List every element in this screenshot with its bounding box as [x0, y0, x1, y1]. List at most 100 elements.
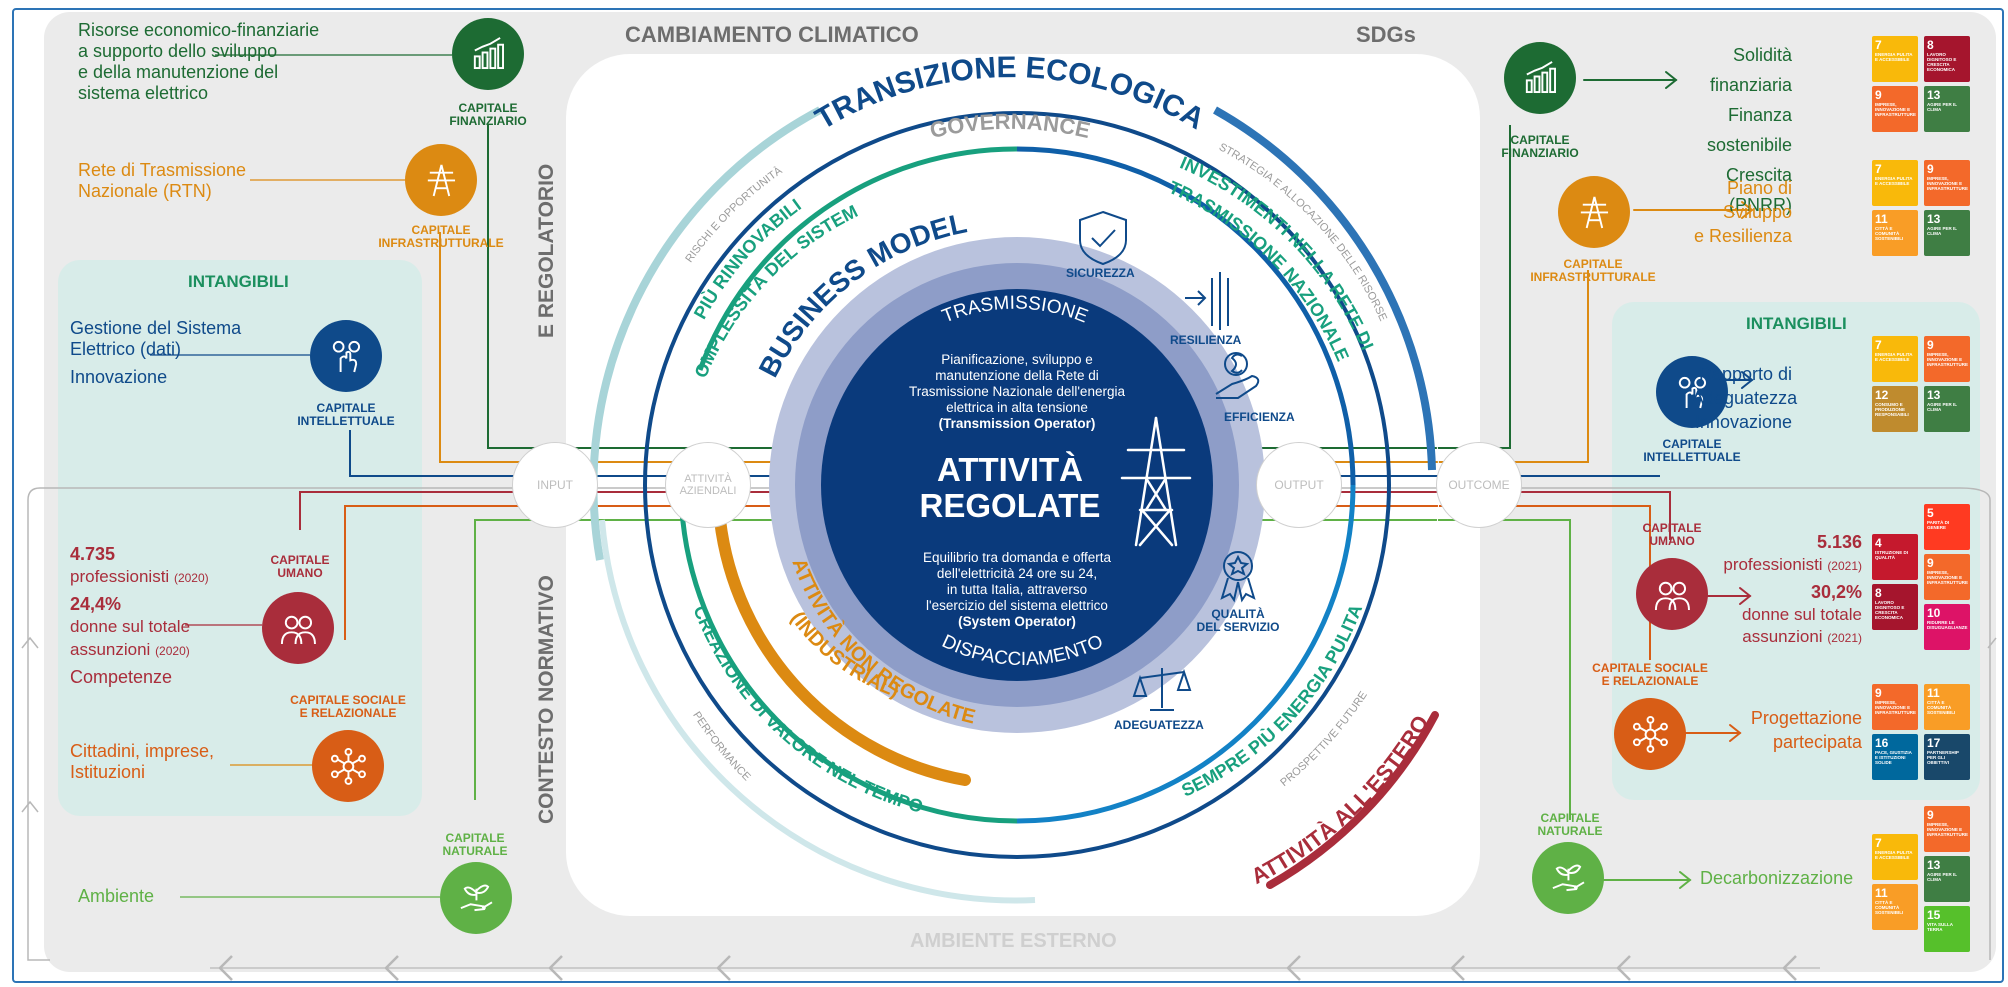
- left-finanziario-circle: [452, 18, 524, 90]
- right-finanziario-label: CAPITALE FINANZIARIO: [1501, 133, 1579, 160]
- left-infrastrutturale-text: Rete di Trasmissione Nazionale (RTN): [78, 160, 247, 201]
- output-node: OUTPUT: [1256, 442, 1342, 528]
- quality-icon: [1220, 551, 1256, 603]
- right-umano-line1: professionisti (2021): [1723, 555, 1862, 574]
- feedback-loop-line: [21, 487, 1997, 961]
- chart-icon: [1525, 60, 1556, 93]
- right-intellettuale-circle: [1656, 356, 1728, 428]
- left-intellettuale-label: CAPITALE INTELLETTUALE: [297, 401, 395, 428]
- core-system-operator: (System Operator): [958, 614, 1076, 629]
- right-finanziario-item: Finanza sostenibile: [1706, 105, 1792, 155]
- plant-hand-icon: [460, 884, 493, 911]
- people-icon: [280, 615, 316, 644]
- right-naturale-circle: [1532, 842, 1604, 914]
- performance-label: PERFORMANCE: [690, 710, 752, 784]
- left-sociale-label: CAPITALE SOCIALE E RELAZIONALE: [290, 693, 406, 720]
- left-umano-competenze: Competenze: [70, 667, 173, 687]
- right-umano-label: CAPITALE UMANO: [1642, 521, 1702, 548]
- right-umano-line3: assunzioni (2021): [1742, 627, 1862, 646]
- left-umano-line3: assunzioni (2020): [70, 640, 190, 659]
- bottom-feedback-arrows: [210, 955, 1820, 981]
- governance-label: GOVERNANCE: [928, 109, 1093, 143]
- right-naturale-text: Decarbonizzazione: [1700, 868, 1854, 888]
- left-intellettuale-text: Gestione del Sistema Elettrico (dati): [70, 318, 242, 359]
- right-intellettuale-label: CAPITALE INTELLETTUALE: [1643, 437, 1741, 464]
- gears-hand-icon: [332, 340, 360, 372]
- attivita-aziendali-node: ATTIVITÀ AZIENDALI: [665, 442, 751, 528]
- right-naturale-label: CAPITALE NATURALE: [1537, 811, 1603, 838]
- leader-lines: [150, 54, 452, 898]
- left-umano-number2: 24,4%: [70, 594, 122, 614]
- pylon-icon: [427, 164, 455, 196]
- left-umano-line2: donne sul totale: [70, 617, 191, 636]
- regulatory-context-label-top: E REGOLATORIO: [535, 163, 558, 338]
- left-umano-label: CAPITALE UMANO: [270, 553, 330, 580]
- intangibili-right-title: INTANGIBILI: [1746, 314, 1847, 333]
- core-title: ATTIVITÀ REGOLATE: [919, 451, 1101, 524]
- sdgs-header: SDGs: [1356, 22, 1416, 47]
- left-finanziario-label: CAPITALE FINANZIARIO: [449, 101, 527, 128]
- right-umano-line2: donne sul totale: [1741, 605, 1862, 624]
- left-sociale-circle: [312, 730, 384, 802]
- pillar-sicurezza: SICUREZZA: [1066, 266, 1135, 280]
- left-umano-line1: professionisti (2020): [70, 567, 209, 586]
- network-icon: [330, 747, 366, 785]
- pillar-efficienza: EFFICIENZA: [1224, 410, 1295, 424]
- right-sociale-text: Progettazione partecipata: [1750, 708, 1862, 752]
- pillar-qualita: QUALITÀ DEL SERVIZIO: [1196, 607, 1280, 634]
- people-icon: [1654, 581, 1690, 610]
- right-sociale-label: CAPITALE SOCIALE E RELAZIONALE: [1592, 661, 1708, 688]
- right-finanziario-circle: [1504, 42, 1576, 114]
- left-naturale-label: CAPITALE NATURALE: [442, 831, 508, 858]
- left-finanziario-text: Risorse economico-finanziarie a supporto…: [78, 20, 320, 103]
- right-infrastrutturale-text: Piano di Sviluppo e Resilienza: [1693, 178, 1792, 246]
- shield-icon: [1079, 210, 1127, 266]
- outcome-arrows: [1583, 71, 1754, 889]
- right-infrastrutturale-circle: [1558, 176, 1630, 248]
- plant-hand-icon: [1552, 864, 1585, 891]
- left-sociale-text: Cittadini, imprese, Istituzioni: [70, 741, 215, 782]
- right-umano-circle: [1636, 558, 1708, 630]
- left-naturale-text: Ambiente: [78, 886, 155, 906]
- pillar-resilienza: RESILIENZA: [1170, 333, 1242, 347]
- right-finanziario-item: Crescita (PNRR): [1725, 165, 1792, 215]
- right-finanziario-list: Solidità finanziaria Finanza sostenibile…: [1668, 40, 1792, 220]
- right-intellettuale-text: Rapporto di Adeguatezza Innovazione: [1692, 364, 1798, 432]
- right-sociale-circle: [1614, 698, 1686, 770]
- left-intellettuale-circle: [310, 320, 382, 392]
- pylon-icon: [1580, 196, 1608, 228]
- left-umano-number1: 4.735: [70, 544, 116, 564]
- left-naturale-circle: [440, 862, 512, 934]
- right-infrastrutturale-label: CAPITALE INFRASTRUTTURALE: [1530, 257, 1656, 284]
- efficiency-icon: [1215, 352, 1260, 399]
- pylon-icon: [1120, 416, 1192, 547]
- right-umano-number1: 5.136: [1816, 532, 1862, 552]
- left-infrastrutturale-label: CAPITALE INFRASTRUTTURALE: [378, 223, 504, 250]
- input-node: INPUT: [512, 442, 598, 528]
- core-transmission-operator: (Transmission Operator): [938, 416, 1096, 431]
- intangibili-left-title: INTANGIBILI: [188, 272, 289, 291]
- outer-rings: [589, 62, 1440, 908]
